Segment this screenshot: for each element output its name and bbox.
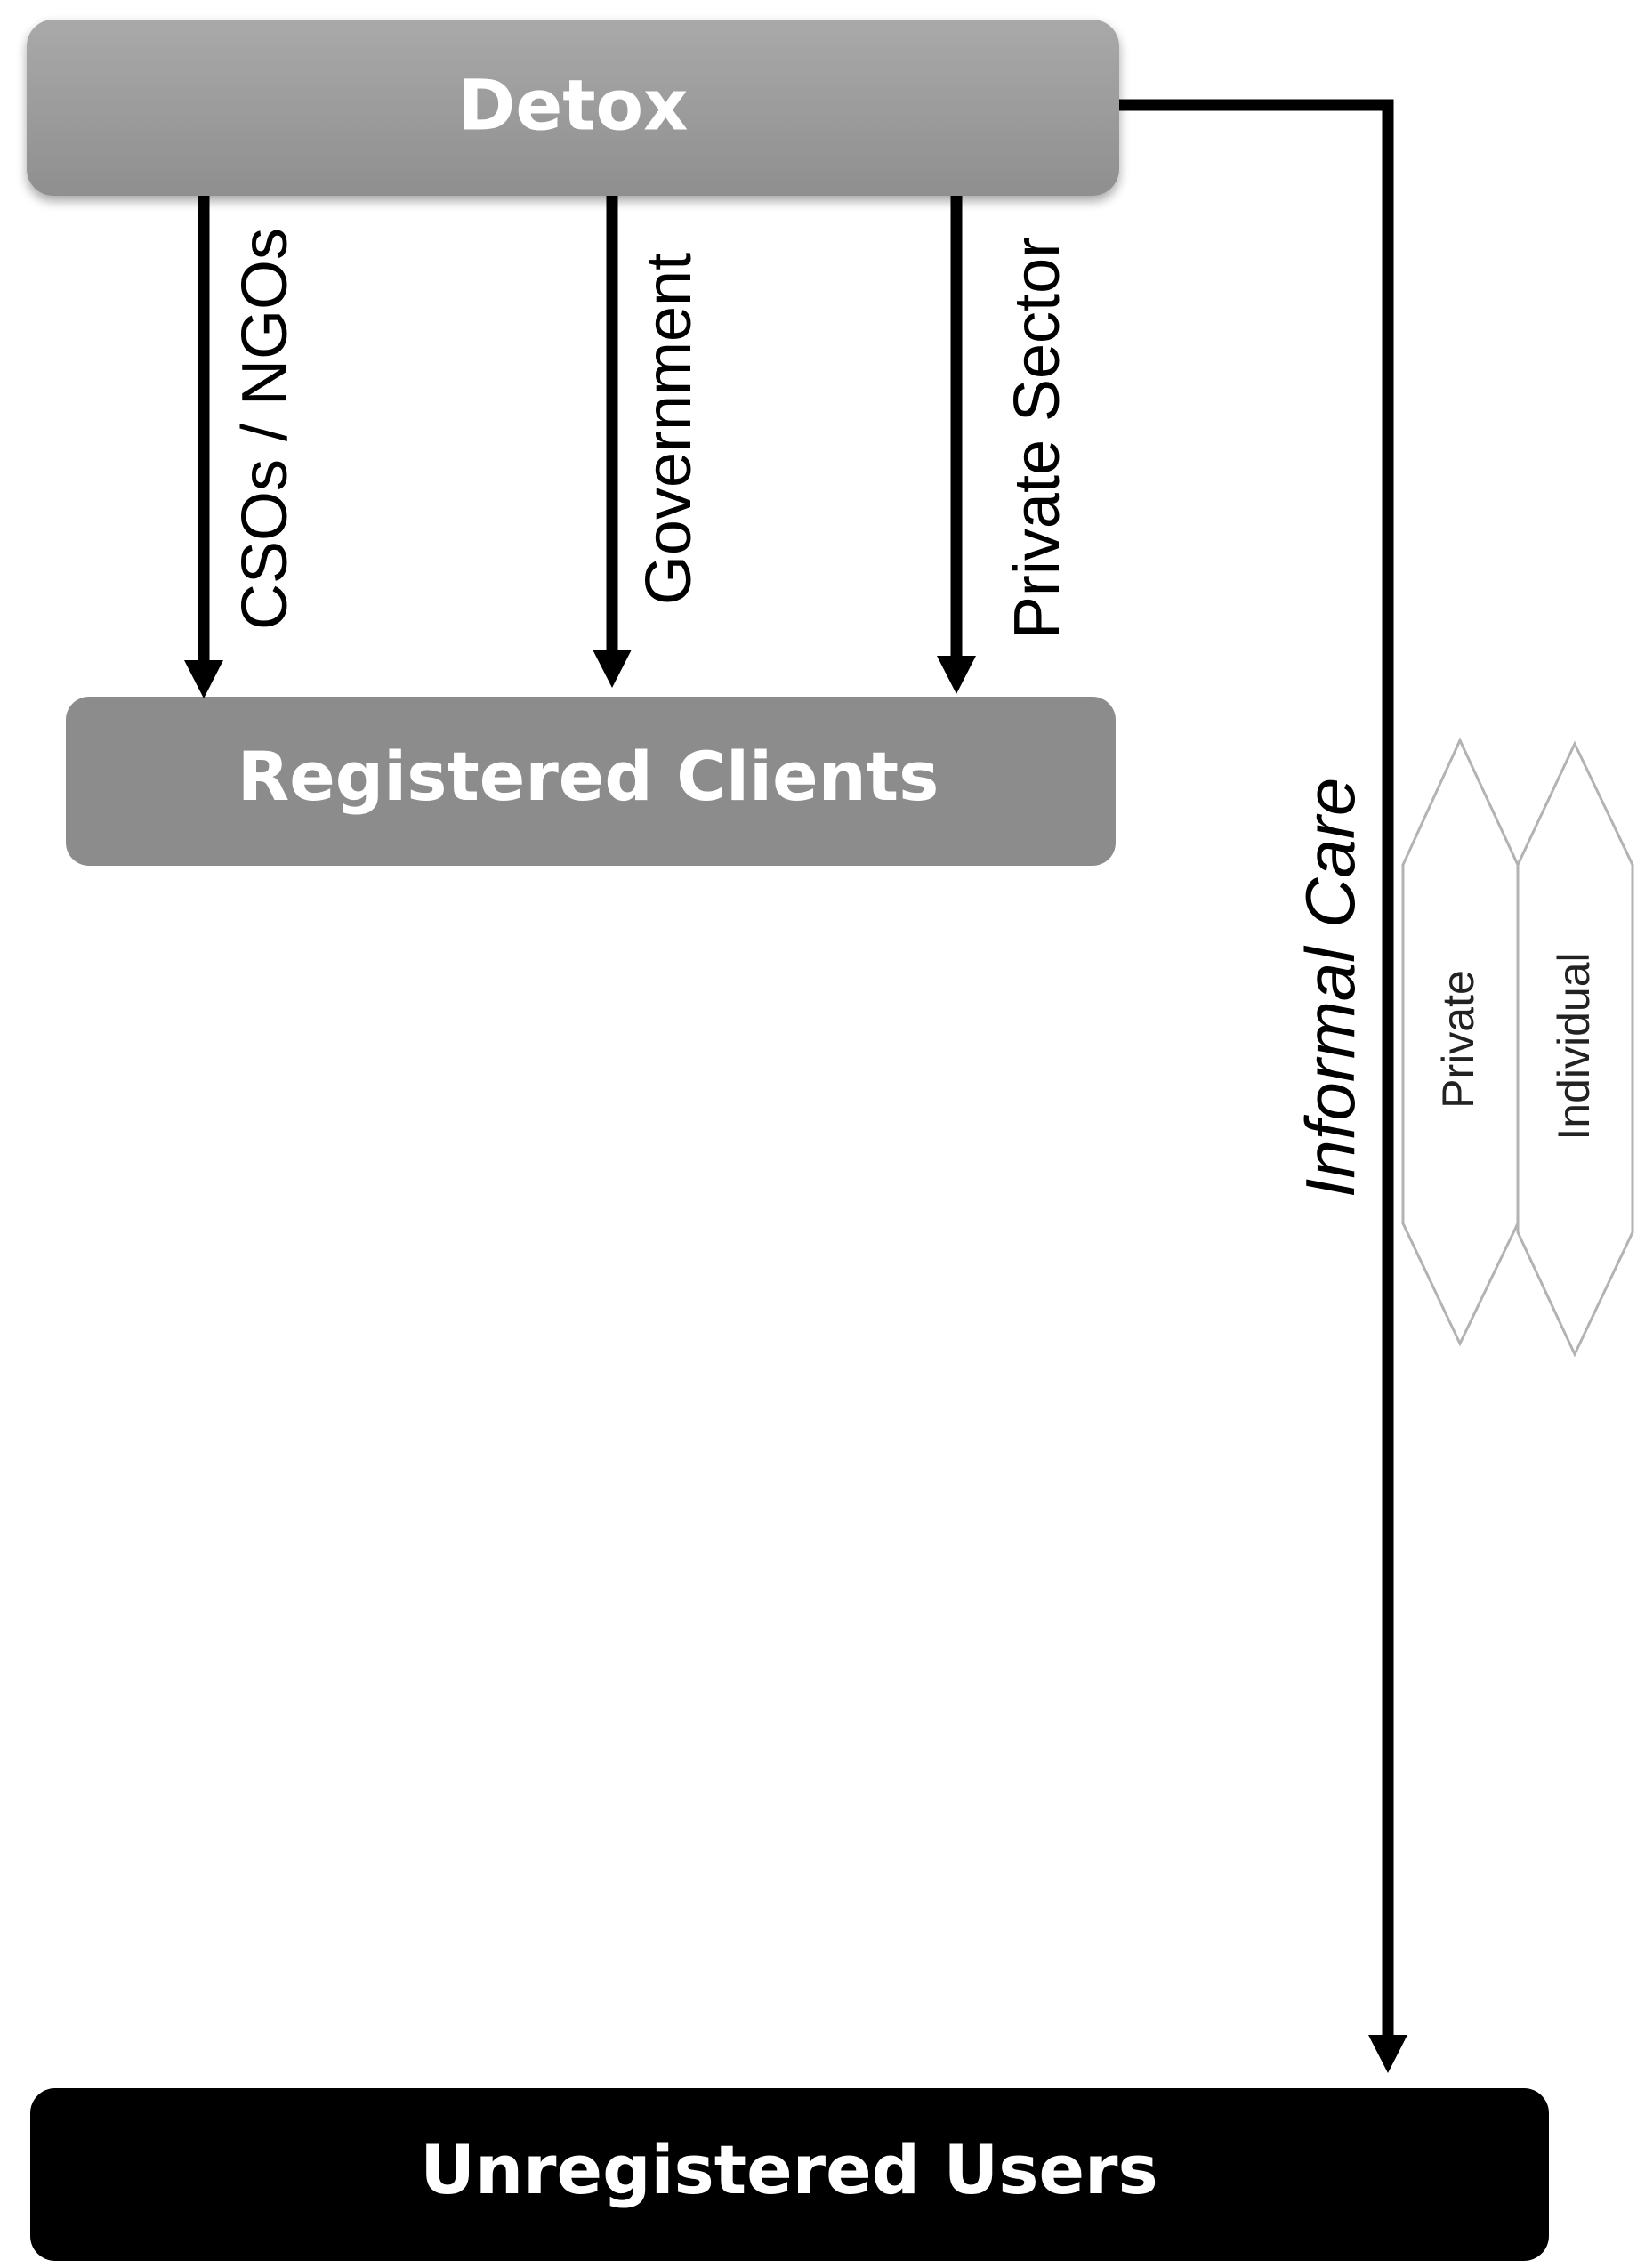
private-sector-label: Private Sector [1002, 237, 1073, 639]
individual-hexagon-label: Individual [1549, 952, 1599, 1140]
unregistered-users-box [30, 2088, 1549, 2261]
private-sector-edge: Private Sector [937, 196, 1073, 694]
private-hexagon-label: Private [1433, 970, 1483, 1109]
csos-ngos-edge: CSOs / NGOs [184, 196, 301, 698]
government-edge: Government [593, 196, 705, 688]
informal-care-arrowhead [1368, 2035, 1407, 2073]
csos-ngos-label: CSOs / NGOs [230, 228, 301, 630]
detox-box [27, 20, 1119, 196]
government-arrowhead [593, 650, 632, 688]
individual-hexagon: Individual [1516, 740, 1634, 1358]
informal-care-label: Informal Care [1291, 778, 1369, 1199]
registered-clients-label: Registered Clients [238, 737, 939, 816]
informal-care-line [1119, 99, 1394, 2038]
private-sector-arrowhead [937, 656, 976, 694]
csos-arrowhead [184, 660, 223, 698]
detox-node: Detox [27, 20, 1119, 196]
private-hexagon: Private [1401, 737, 1520, 1347]
registered-clients-box [66, 697, 1116, 866]
government-label: Government [633, 253, 705, 605]
unregistered-users-node: Unregistered Users [30, 2088, 1549, 2261]
detox-label: Detox [458, 66, 689, 146]
informal-care-edge: Informal Care [1119, 99, 1407, 2073]
unregistered-users-label: Unregistered Users [420, 2130, 1158, 2209]
registered-clients-node: Registered Clients [66, 697, 1116, 866]
individual-hexagon-shape [1516, 740, 1634, 1358]
